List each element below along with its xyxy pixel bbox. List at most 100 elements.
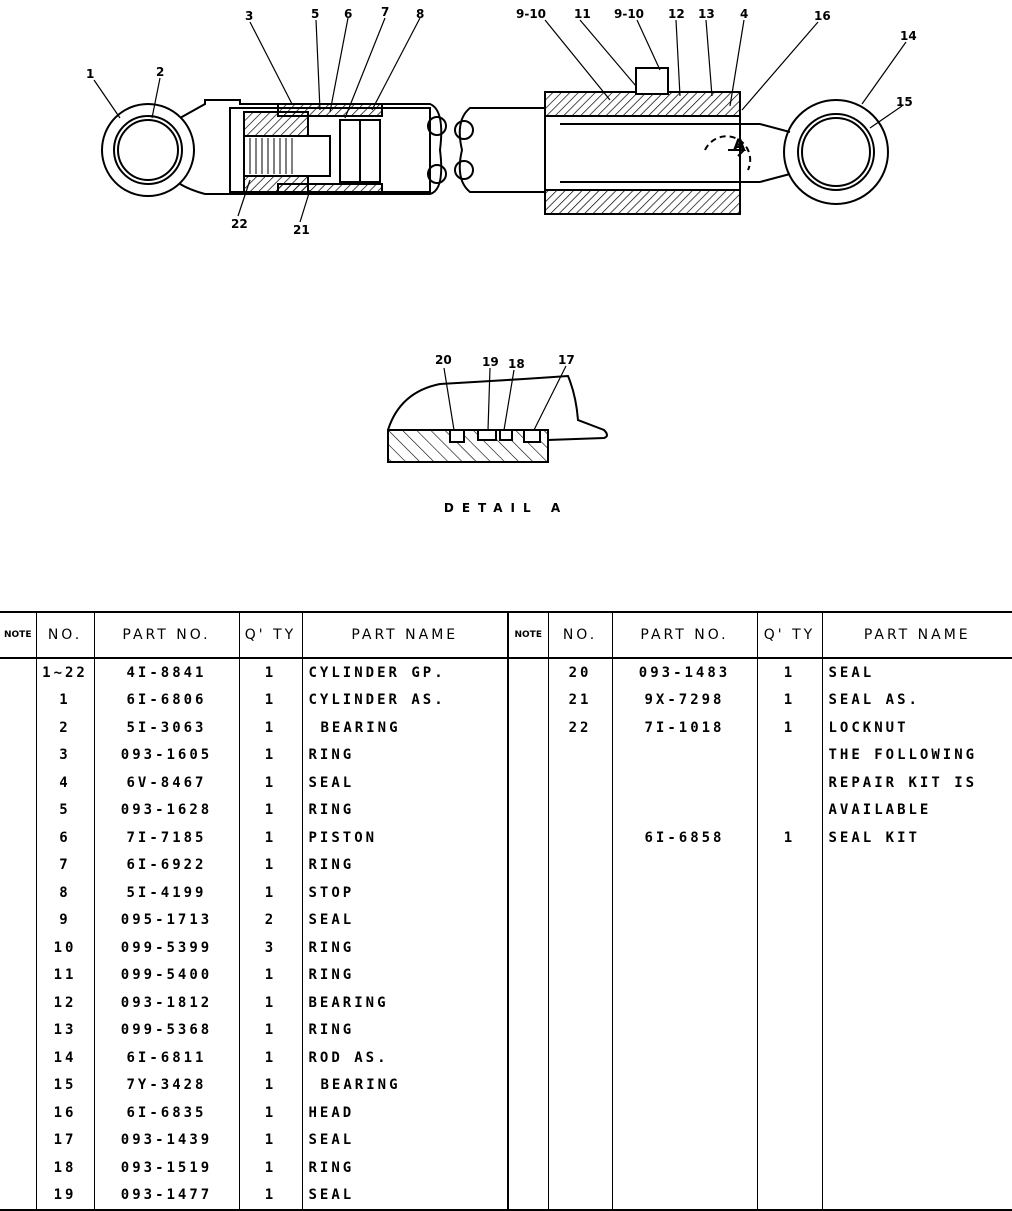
parts-list-table: NOTE NO. PART NO. Q' TY PART NAME NOTE N… — [0, 611, 1012, 1211]
cylinder-rod-section — [454, 67, 889, 215]
quantity: 1 — [238, 1071, 302, 1099]
note-cell — [0, 962, 36, 990]
quantity: 1 — [238, 658, 302, 687]
detail-marker-label: A — [733, 135, 746, 154]
quantity — [756, 989, 822, 1017]
note-cell — [0, 989, 36, 1017]
item-number: 21 — [547, 686, 612, 714]
item-number — [547, 1071, 612, 1099]
part-name — [821, 989, 1012, 1017]
part-number: 093-1519 — [93, 1154, 239, 1182]
note-cell — [507, 769, 548, 797]
item-number: 1 — [35, 686, 94, 714]
header-part-no: PART NO. — [93, 611, 239, 659]
part-name — [821, 961, 1012, 989]
part-name: THE FOLLOWING — [821, 741, 1012, 769]
note-cell — [0, 1017, 36, 1045]
detail-callout-label: 19 — [482, 355, 499, 369]
callout-label: 4 — [740, 7, 748, 21]
note-cell — [507, 906, 548, 934]
callout-label: 13 — [698, 7, 715, 21]
note-cell — [0, 1072, 36, 1100]
part-number — [611, 1126, 757, 1154]
part-number — [611, 1071, 757, 1099]
note-cell — [0, 797, 36, 825]
part-number: 6V-8467 — [93, 769, 239, 797]
callout-label: 16 — [814, 9, 831, 23]
item-number: 9 — [35, 906, 94, 934]
part-name: SEAL — [821, 658, 1012, 687]
note-cell — [507, 851, 548, 879]
note-cell — [507, 686, 548, 714]
part-number: 5I-3063 — [93, 714, 239, 742]
part-name: BEARING — [301, 989, 508, 1017]
part-name: BEARING — [301, 1071, 508, 1099]
part-number: 093-1605 — [93, 741, 239, 769]
header-no: NO. — [547, 611, 612, 659]
part-number — [611, 961, 757, 989]
quantity — [756, 1126, 822, 1154]
part-name: ROD AS. — [301, 1044, 508, 1072]
header-part-name: PART NAME — [301, 611, 508, 659]
part-number — [611, 796, 757, 824]
note-cell — [0, 687, 36, 715]
item-number — [547, 1154, 612, 1182]
part-number — [611, 879, 757, 907]
item-number: 2 — [35, 714, 94, 742]
detail-a-section — [387, 374, 608, 463]
part-number — [611, 1044, 757, 1072]
callout-label: 5 — [311, 7, 319, 21]
part-number: 7I-7185 — [93, 824, 239, 852]
callout-label: 22 — [231, 217, 248, 231]
item-number — [547, 1016, 612, 1044]
item-number: 10 — [35, 934, 94, 962]
part-name: RING — [301, 796, 508, 824]
part-name — [821, 1154, 1012, 1182]
item-number: 5 — [35, 796, 94, 824]
item-number — [547, 741, 612, 769]
item-number: 17 — [35, 1126, 94, 1154]
quantity: 1 — [238, 1126, 302, 1154]
note-cell — [507, 1154, 548, 1182]
header-qty: Q' TY — [756, 611, 822, 659]
quantity — [756, 961, 822, 989]
item-number — [547, 989, 612, 1017]
item-number — [547, 824, 612, 852]
item-number: 8 — [35, 879, 94, 907]
note-cell — [0, 852, 36, 880]
callout-label: 3 — [245, 9, 253, 23]
note-cell — [0, 879, 36, 907]
callout-labels: 1 2 3 5 6 7 8 9-10 11 9-10 12 13 4 16 14… — [86, 5, 917, 237]
part-name — [821, 1071, 1012, 1099]
item-number: 4 — [35, 769, 94, 797]
detail-callout-label: 18 — [508, 357, 525, 371]
item-number: 11 — [35, 961, 94, 989]
item-number: 18 — [35, 1154, 94, 1182]
note-cell — [507, 658, 548, 687]
quantity: 1 — [238, 1099, 302, 1127]
header-part-name: PART NAME — [821, 611, 1012, 659]
callout-label: 6 — [344, 7, 352, 21]
part-name: RING — [301, 851, 508, 879]
part-number: 6I-6835 — [93, 1099, 239, 1127]
quantity: 1 — [238, 686, 302, 714]
part-name: SEAL — [301, 1126, 508, 1154]
note-cell — [507, 824, 548, 852]
part-number: 6I-6858 — [611, 824, 757, 852]
part-number — [611, 741, 757, 769]
quantity — [756, 741, 822, 769]
quantity: 1 — [238, 989, 302, 1017]
part-name: SEAL — [301, 769, 508, 797]
part-name: CYLINDER AS. — [301, 686, 508, 714]
